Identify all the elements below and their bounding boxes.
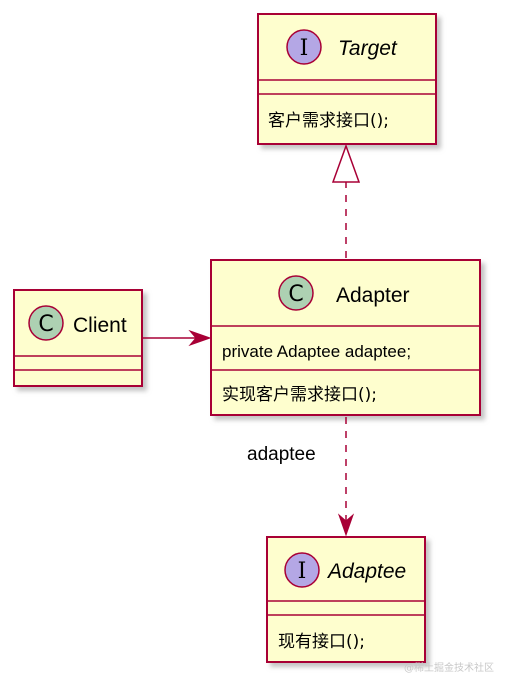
class-icon: C: [28, 305, 64, 341]
class-name: Target: [338, 37, 398, 60]
watermark: @稀土掘金技术社区: [404, 663, 494, 674]
realization-arrow: [331, 143, 361, 258]
method: 客户需求接口();: [268, 111, 389, 131]
interface-icon: I: [284, 552, 320, 588]
field: private Adaptee adaptee;: [222, 342, 411, 361]
target-class-box[interactable]: I Target 客户需求接口();: [257, 13, 437, 145]
class-name: Adapter: [336, 284, 410, 307]
adapter-class-box[interactable]: C Adapter private Adaptee adaptee; 实现客户需…: [210, 259, 481, 416]
dependency-arrow: adaptee: [247, 417, 355, 537]
association-arrow: [143, 329, 212, 347]
adaptee-class-box[interactable]: I Adaptee 现有接口();: [266, 536, 426, 663]
stereotype-letter: I: [298, 559, 307, 584]
stereotype-letter: I: [300, 36, 309, 61]
method: 现有接口();: [278, 632, 365, 652]
stereotype-letter: C: [38, 312, 53, 337]
stereotype-letter: C: [288, 282, 303, 307]
class-name: Client: [73, 314, 127, 337]
client-class-box[interactable]: C Client: [13, 289, 143, 387]
class-icon: C: [278, 275, 314, 311]
method: 实现客户需求接口();: [222, 385, 377, 405]
interface-icon: I: [286, 29, 322, 65]
dependency-label: adaptee: [247, 444, 316, 465]
class-name: Adaptee: [326, 560, 406, 583]
